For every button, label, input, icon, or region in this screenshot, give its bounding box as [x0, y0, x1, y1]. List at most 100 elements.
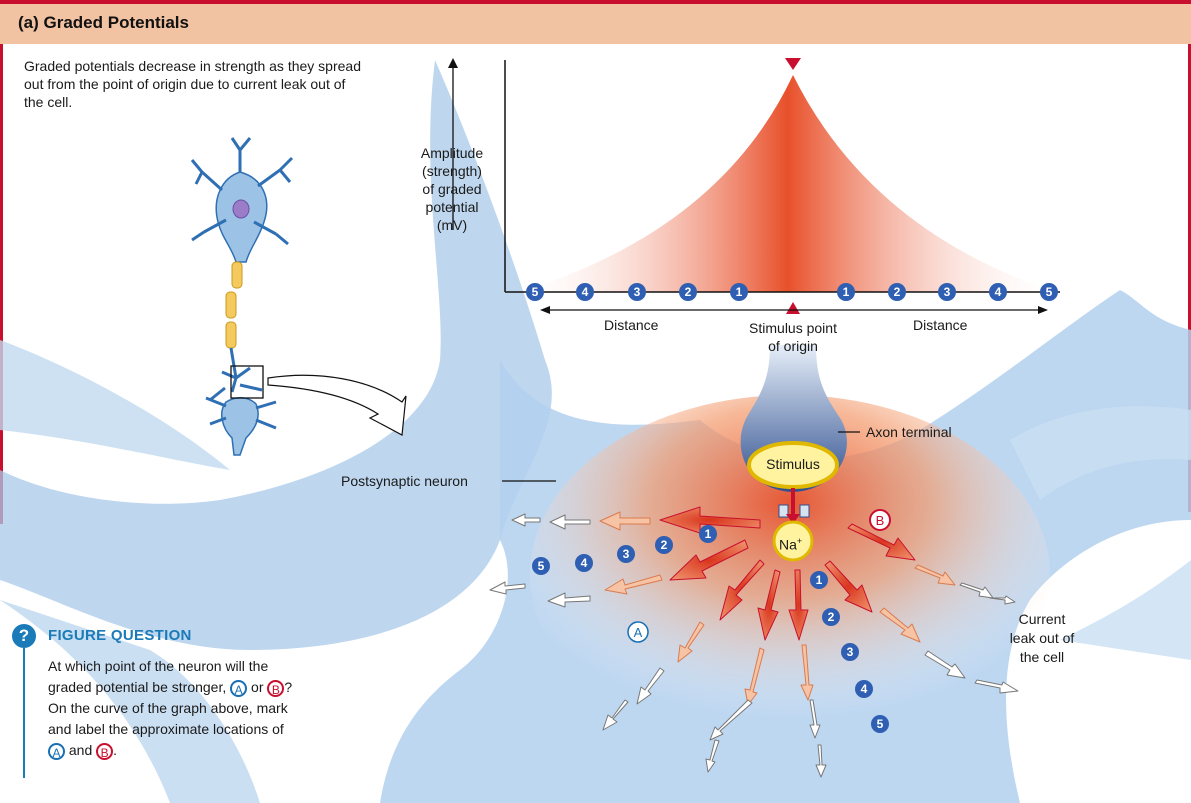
spread-arrow — [974, 679, 1019, 694]
graph-marker — [526, 283, 544, 301]
small-neuron — [190, 137, 407, 456]
spread-arrow — [677, 621, 705, 663]
graph-marker — [837, 283, 855, 301]
wave-marker — [822, 608, 840, 626]
spread-arrow — [914, 564, 956, 586]
amplitude-arrowhead-icon — [448, 58, 458, 68]
current-spread-arrows — [489, 506, 1019, 778]
section-title: (a) Graded Potentials — [18, 13, 189, 32]
point-a-label: A — [634, 625, 643, 640]
right-rule — [1188, 44, 1191, 512]
graph-marker-label: 2 — [894, 285, 901, 299]
spread-arrow — [788, 569, 809, 641]
postsynaptic-label: Postsynaptic neuron — [341, 473, 468, 489]
wave-marker-label: 4 — [581, 556, 588, 570]
wave-marker-label: 1 — [816, 573, 823, 587]
wave-marker — [871, 715, 889, 733]
spread-arrow — [847, 523, 916, 561]
point-b-label: B — [876, 513, 885, 528]
graph-marker-label: 5 — [1046, 285, 1053, 299]
wave-marker — [655, 536, 673, 554]
wave-marker-label: 1 — [705, 527, 712, 541]
origin-marker-icon — [786, 302, 800, 314]
spread-arrow — [879, 607, 921, 643]
question-chip-a: A — [230, 679, 248, 697]
graph-marker-label: 4 — [582, 285, 589, 299]
graph-marker — [576, 283, 594, 301]
graph-marker-label: 2 — [685, 285, 692, 299]
amplitude-ylabel-line: Amplitude — [420, 145, 484, 161]
current-leak-line: Current — [1018, 611, 1066, 627]
graph-marker — [679, 283, 697, 301]
wave-marker-label: 3 — [623, 547, 630, 561]
question-chip-a: A — [48, 742, 65, 760]
stimulus-label: Stimulus — [766, 456, 820, 472]
spread-arrow — [989, 595, 1016, 605]
spread-arrow — [511, 513, 541, 527]
point-a-marker — [627, 621, 649, 643]
ion-channel — [778, 504, 789, 518]
intro-text: Graded potentials decrease in strength a… — [24, 58, 361, 110]
question-text-part: and — [68, 742, 93, 758]
wave-marker — [575, 554, 593, 572]
spread-arrow — [709, 699, 753, 741]
point-b-marker — [869, 509, 891, 531]
question-text-part: At which point of the neuron will the gr… — [48, 658, 269, 695]
current-leak-line: the cell — [1019, 649, 1065, 665]
spread-arrow — [800, 644, 814, 701]
graph-marker-label: 3 — [634, 285, 641, 299]
spread-arrow — [824, 560, 873, 613]
wave-marker-label: 5 — [538, 559, 545, 573]
na-entry-arrowhead-icon — [786, 514, 800, 524]
axon-terminal — [740, 345, 860, 492]
spread-arrow — [757, 569, 781, 641]
graph-marker — [628, 283, 646, 301]
stimulus-oval — [747, 441, 839, 489]
wave-marker-label: 3 — [847, 645, 854, 659]
stimulus-point-label: Stimulus point of origin — [730, 319, 856, 355]
amplitude-ylabel-line: (strength) — [422, 163, 482, 179]
graph-marker — [1040, 283, 1058, 301]
distance-left-label: Distance — [604, 317, 659, 333]
graph-marker — [730, 283, 748, 301]
na-ion-label: Na+ — [779, 533, 802, 554]
na-ion-charge: + — [796, 536, 803, 546]
wave-marker-label: 4 — [861, 682, 868, 696]
graph-marker-label: 5 — [532, 285, 539, 299]
stimulus-point-line: Stimulus point — [749, 320, 837, 336]
amplitude-curve — [520, 75, 1055, 292]
spread-arrow — [636, 667, 665, 705]
spread-arrow — [549, 514, 591, 530]
graph-marker — [989, 283, 1007, 301]
graph-marker-label: 1 — [736, 285, 743, 299]
spread-arrow — [599, 511, 651, 531]
spread-arrow — [602, 699, 629, 731]
wave-marker — [855, 680, 873, 698]
graph-markers: 5 4 3 2 1 1 2 3 4 5 — [526, 283, 1058, 301]
graph-marker — [888, 283, 906, 301]
wave-marker — [617, 545, 635, 563]
distance-left-arrowhead-icon — [540, 306, 550, 314]
question-chip-b: B — [96, 742, 114, 760]
spread-arrow — [489, 581, 526, 595]
spread-arrow — [815, 744, 827, 778]
question-rule — [23, 648, 25, 778]
amplitude-ylabel: Amplitude (strength) of graded potential… — [402, 144, 502, 234]
question-chip-b: B — [267, 679, 285, 697]
na-ion — [772, 520, 814, 562]
zoom-arrow — [267, 374, 407, 436]
left-rule — [0, 44, 3, 524]
amplitude-ylabel-line: (mV) — [436, 217, 468, 233]
spread-arrow — [669, 539, 749, 581]
depolarization-glow — [530, 395, 1050, 755]
zoom-box — [230, 365, 264, 399]
amplitude-ylabel-line: potential — [425, 199, 479, 215]
ion-channel — [799, 504, 810, 518]
wave-marker-label: 5 — [877, 717, 884, 731]
spread-arrow — [604, 574, 663, 595]
wave-marker — [532, 557, 550, 575]
stimulus-point-line: of origin — [768, 338, 818, 354]
spread-arrow — [744, 647, 765, 706]
question-icon: ? — [12, 624, 36, 648]
